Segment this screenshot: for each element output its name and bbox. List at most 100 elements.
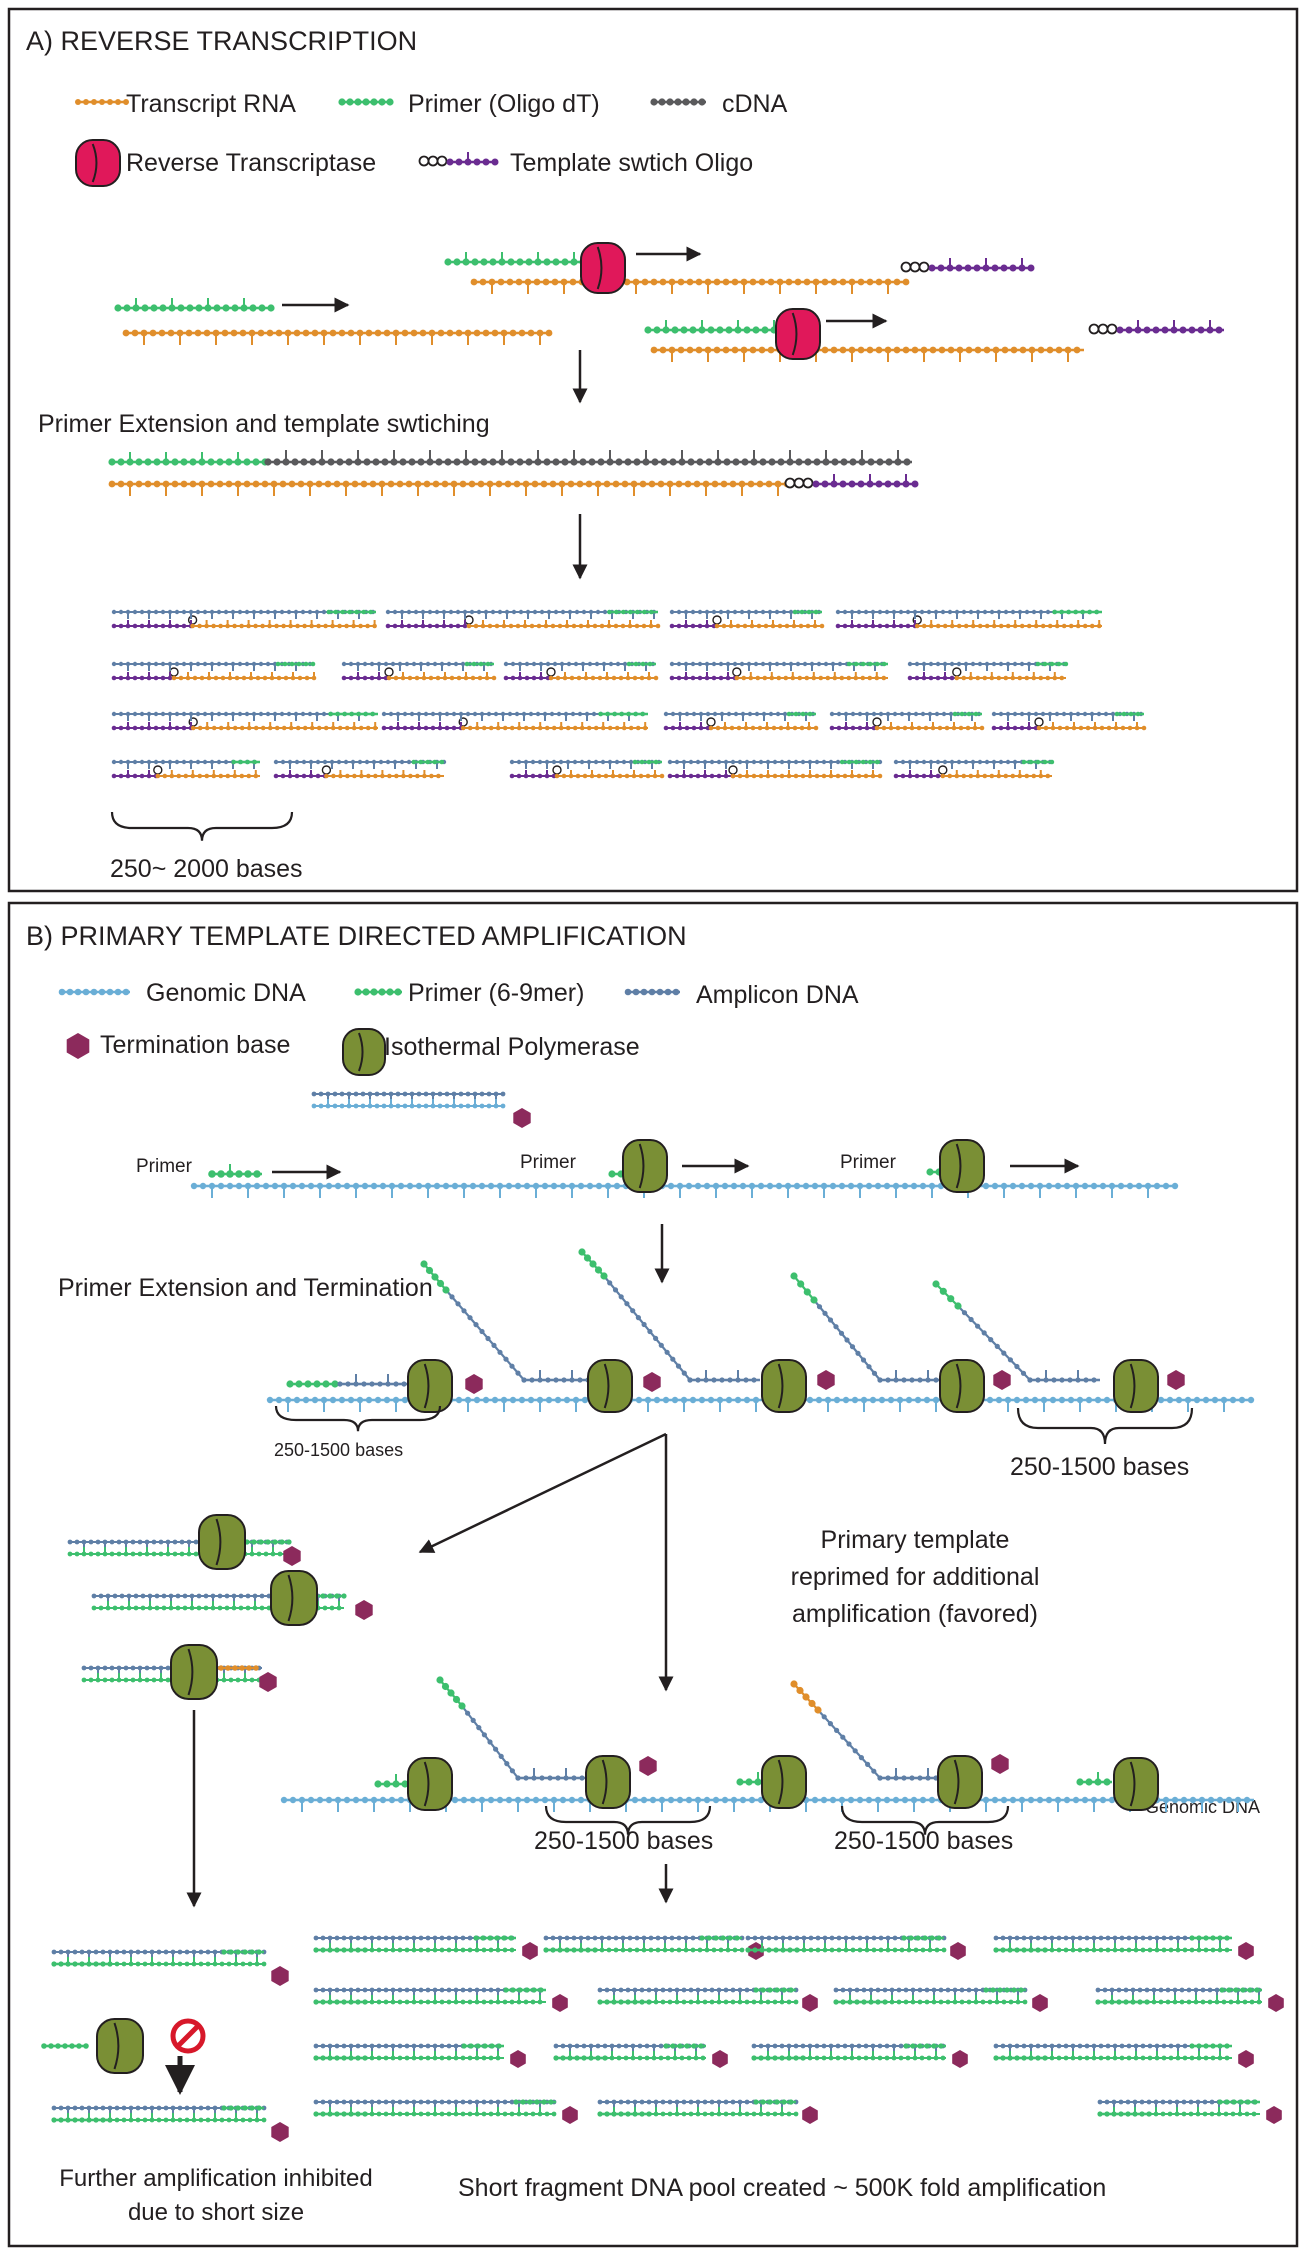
- inhibited-fragment-2-top-primer: [221, 2105, 264, 2111]
- pool-fragment-3-3-bottom-primer: [751, 2055, 806, 2061]
- template-3-amplicon-2: [877, 1768, 940, 1781]
- rt-product-fragment-4-3-bottom-rna: [554, 770, 665, 779]
- rt3-rna: [650, 346, 1084, 362]
- rt-product-fragment-4-1-top-primer: [231, 759, 260, 765]
- template-3-displaced-2: [815, 1707, 883, 1781]
- rt-product-fragment-4-3: [552, 765, 562, 775]
- rt-product-fragment-1-2: [464, 615, 474, 625]
- template-2-polymerase-2: [587, 1359, 633, 1413]
- pool-fragment-3-2-bottom-primer: [553, 2055, 608, 2061]
- rt-product-fragment-3-5: [1034, 717, 1044, 727]
- template-2-displaced-2-primer: [578, 1248, 608, 1280]
- rt-product-fragment-2-2-top-primer: [464, 661, 494, 667]
- pool-fragment-4-2-top-primer: [753, 2099, 796, 2105]
- pool-fragment-2-1-bottom-primer: [313, 1999, 368, 2005]
- size-label-large: 250-1500 bases: [1010, 1453, 1189, 1481]
- primer-label-2: Primer: [520, 1152, 577, 1173]
- rt1-tso-tail: [928, 258, 1035, 272]
- short-product-1-bottom: [67, 1547, 290, 1557]
- pool-fragment-4-3-top-primer: [1217, 2099, 1260, 2105]
- rt-product-fragment-3-5-bottom-rna: [1036, 722, 1147, 731]
- inhibited-fragment-1-bottom-primer: [51, 1961, 113, 1967]
- template-1-polymerase-3: [939, 1139, 985, 1193]
- rt-product-fragment-1-4-bottom-tso: [835, 620, 918, 629]
- rt3-tso-tail: [1116, 320, 1224, 334]
- rt-product-fragment-3-3-bottom-tso: [663, 722, 711, 731]
- pool-fragment-2-2-termination: [802, 1994, 818, 2012]
- rt1-primer: [444, 252, 590, 266]
- rt-product-fragment-4-3-bottom-tso: [509, 770, 557, 779]
- pool-fragment-1-1-bottom-primer: [313, 1947, 368, 1953]
- panel-b-step-extension: Primer Extension and Termination: [58, 1274, 433, 1302]
- panel-a-size-label: 250~ 2000 bases: [110, 855, 303, 883]
- panel-b-title: B) PRIMARY TEMPLATE DIRECTED AMPLIFICATI…: [26, 921, 687, 951]
- panel-b-branch-arrow-left: [418, 1432, 667, 1554]
- rt3-primer: [644, 320, 790, 334]
- rt1-rna: [470, 278, 910, 294]
- pool-fragment-1-4-bottom-primer: [993, 1947, 1048, 1953]
- inhibited-fragment-2-termination: [271, 2122, 289, 2142]
- rt-product-fragment-2-5-bottom-tso: [907, 672, 957, 681]
- pool-fragment-1-4-top-primer: [1189, 1935, 1232, 1941]
- rt-product-fragment-2-4-bottom-tso: [669, 672, 738, 681]
- pool-fragment-2-3-termination: [1032, 1994, 1048, 2012]
- template-2-termination-5: [1167, 1370, 1185, 1390]
- pool-fragment-3-4-bottom-primer: [993, 2055, 1048, 2061]
- rt-product-fragment-1-1: [187, 615, 198, 625]
- ext-tso: [784, 477, 814, 489]
- rt-product-fragment-2-1-bottom-rna: [171, 672, 317, 681]
- pool-fragment-3-3-top-primer: [903, 2043, 946, 2049]
- short-product-1-termination: [283, 1546, 301, 1566]
- rt-product-fragment-2-5-top-primer: [1035, 661, 1069, 667]
- legend-isothermal-polymerase-label: Isothermal Polymerase: [384, 1033, 640, 1061]
- rt-product-fragment-2-4: [732, 667, 742, 677]
- size-label-small: 250-1500 bases: [274, 1440, 403, 1460]
- pool-fragment-2-4-bottom-primer: [1095, 1999, 1150, 2005]
- template-3-displaced-2-rna: [790, 1680, 822, 1714]
- legend-cdna-icon: [650, 98, 706, 106]
- primer-label-1: Primer: [136, 1156, 193, 1177]
- pool-fragment-1-3-termination: [950, 1942, 966, 1960]
- template-2-amplicon-4: [877, 1370, 940, 1383]
- rt-product-fragment-4-2: [321, 765, 332, 775]
- template-2-displaced-3: [811, 1297, 883, 1383]
- rt-product-fragment-1-1-bottom-rna: [190, 620, 377, 629]
- rt-product-fragment-3-5-bottom-tso: [991, 722, 1039, 731]
- short-product-1-polymerase: [198, 1514, 246, 1570]
- legend-template-switch-oligo-label: Template swtich Oligo: [510, 149, 753, 177]
- legend-amplicon-dna-label: Amplicon DNA: [696, 981, 859, 1009]
- rt-product-fragment-2-5: [952, 667, 962, 677]
- reprime-line-2: reprimed for additional: [791, 1563, 1040, 1591]
- inhibit-icon-slash: [176, 2024, 200, 2048]
- template-2-amplicon-1: [337, 1374, 410, 1387]
- rt1-enzyme: [580, 242, 626, 294]
- ext-tso-tail: [812, 474, 919, 488]
- rt-product-fragment-2-2: [384, 667, 394, 677]
- ext-primer: [108, 452, 269, 466]
- rt-product-fragment-4-5-bottom-rna: [940, 770, 1052, 779]
- template-3-primer-1: [374, 1774, 412, 1788]
- pool-fragment-3-4-top-primer: [1189, 2043, 1232, 2049]
- short-product-3-polymerase: [170, 1644, 218, 1700]
- rt-product-fragment-3-1-top-primer: [328, 711, 378, 717]
- inhibited-line-1: Further amplification inhibited: [59, 2165, 373, 2192]
- amplicon-example-bottom: [311, 1099, 506, 1109]
- template-3-displaced-1: [459, 1703, 521, 1781]
- legend-primer6-icon: [354, 988, 402, 996]
- pool-fragment-1-3-top-primer: [901, 1935, 944, 1941]
- rt-product-fragment-3-1-bottom-rna: [190, 722, 378, 731]
- size-label-reprimed-1: 250-1500 bases: [534, 1827, 713, 1855]
- short-product-2-polymerase: [270, 1570, 318, 1626]
- inhibited-polymerase: [96, 2018, 144, 2074]
- pool-fragment-4-3-bottom-primer: [1097, 2111, 1152, 2117]
- panel-a-frame: [7, 7, 1299, 893]
- template-2-displaced-3-primer: [790, 1272, 818, 1304]
- template-3-amplicon-1: [515, 1768, 593, 1781]
- legend-reverse-transcriptase-label: Reverse Transcriptase: [126, 149, 376, 177]
- rt-product-fragment-4-1-bottom-rna: [155, 770, 260, 779]
- template-1-genomic: [190, 1182, 1179, 1198]
- rt-product-fragment-1-3-bottom-tso: [669, 620, 717, 629]
- rt2-primer: [114, 298, 275, 312]
- pool-fragment-4-1-top-primer: [513, 2099, 556, 2105]
- rt-product-fragment-4-2-top-primer: [411, 759, 445, 765]
